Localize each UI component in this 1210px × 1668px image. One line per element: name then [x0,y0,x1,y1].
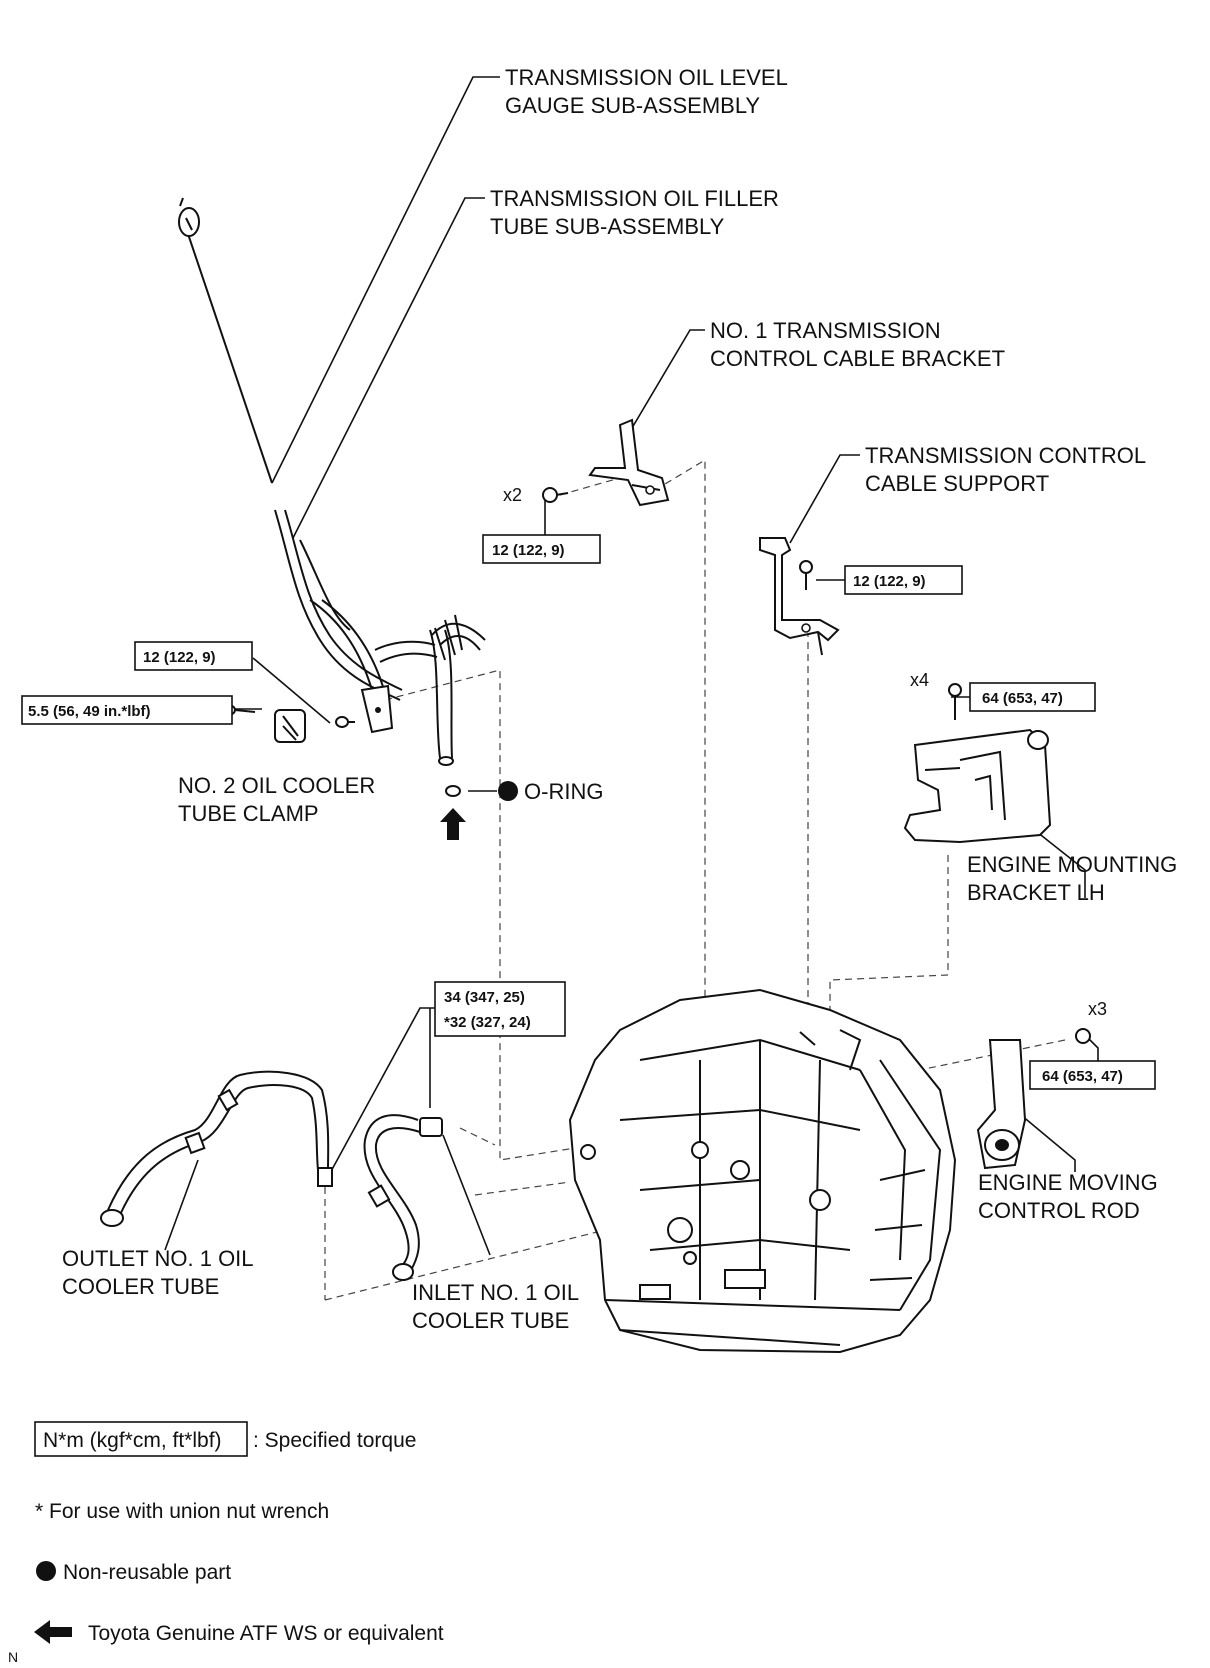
atf-arrow-icon [34,1620,72,1644]
oil-filler-tube-part [274,509,486,766]
label-engine-mounting-bracket-2: BRACKET LH [967,880,1105,905]
label-oil-level-gauge-2: GAUGE SUB-ASSEMBLY [505,93,760,118]
torque-specs: 12 (122, 9) 12 (122, 9) 12 (122, 9) 5.5 … [21,534,1156,1090]
label-engine-moving-control-rod-1: ENGINE MOVING [978,1170,1158,1195]
multiplier-bracket-bolt: x2 [503,485,522,505]
label-inlet-cooler-tube-1: INLET NO. 1 OIL [412,1280,579,1305]
outlet-cooler-tube-part [100,1070,333,1227]
legend-union-note: * For use with union nut wrench [35,1500,329,1523]
inlet-cooler-tube-part [363,1114,443,1281]
legend-atf: Toyota Genuine ATF WS or equivalent [88,1622,444,1645]
quantity-markers: x2 x4 x3 [503,485,1107,1019]
oil-level-gauge-part [178,197,273,484]
torque-control-rod-bolt: 64 (653, 47) [1042,1068,1123,1085]
o-ring-non-reusable-dot [498,781,518,801]
label-control-cable-bracket-1: NO. 1 TRANSMISSION [710,318,941,343]
control-cable-support-part [759,537,840,656]
torque-bracket-bolt: 12 (122, 9) [492,542,565,559]
label-engine-moving-control-rod-2: CONTROL ROD [978,1198,1140,1223]
alignment-lines [324,458,1066,1301]
torque-mounting-bracket-bolt: 64 (653, 47) [982,690,1063,707]
oil-cooler-clamp-part [220,704,355,743]
label-oil-level-gauge-1: TRANSMISSION OIL LEVEL [505,65,788,90]
label-engine-mounting-bracket-1: ENGINE MOUNTING [967,852,1177,877]
corner-mark: N [8,1649,18,1665]
control-cable-bracket-part [542,418,670,507]
o-ring-part [445,785,461,797]
torque-filler-tube-bolt: 12 (122, 9) [143,649,216,666]
label-oil-filler-tube-2: TUBE SUB-ASSEMBLY [490,214,725,239]
label-control-cable-bracket-2: CONTROL CABLE BRACKET [710,346,1005,371]
label-oil-cooler-clamp-2: TUBE CLAMP [178,801,319,826]
multiplier-mounting-bracket-bolt: x4 [910,670,929,690]
engine-mounting-bracket-part [903,683,1052,844]
torque-union-nut-1: 34 (347, 25) [444,989,525,1006]
label-oil-filler-tube-1: TRANSMISSION OIL FILLER [490,186,779,211]
label-o-ring: O-RING [524,779,603,804]
legend: N*m (kgf*cm, ft*lbf) : Specified torque … [34,1421,444,1645]
engine-moving-control-rod-part [976,1028,1091,1170]
leader-lines [164,76,1099,1256]
label-outlet-cooler-tube-1: OUTLET NO. 1 OIL [62,1246,254,1271]
label-inlet-cooler-tube-2: COOLER TUBE [412,1308,569,1333]
part-labels: TRANSMISSION OIL LEVEL GAUGE SUB-ASSEMBL… [62,65,1177,1333]
multiplier-control-rod-bolt: x3 [1088,999,1107,1019]
transaxle-assembly [568,988,957,1354]
label-control-cable-support-2: CABLE SUPPORT [865,471,1049,496]
label-oil-cooler-clamp-1: NO. 2 OIL COOLER [178,773,375,798]
legend-torque-desc: : Specified torque [253,1429,416,1452]
legend-torque-unit: N*m (kgf*cm, ft*lbf) [43,1429,222,1452]
label-control-cable-support-1: TRANSMISSION CONTROL [865,443,1146,468]
legend-non-reusable: Non-reusable part [63,1561,231,1584]
o-ring-atf-arrow [440,808,466,840]
non-reusable-dot-icon [36,1561,56,1581]
torque-union-nut-2: *32 (327, 24) [444,1014,531,1031]
torque-support-bolt: 12 (122, 9) [853,573,926,590]
label-outlet-cooler-tube-2: COOLER TUBE [62,1274,219,1299]
torque-clamp-bolt: 5.5 (56, 49 in.*lbf) [28,703,151,720]
